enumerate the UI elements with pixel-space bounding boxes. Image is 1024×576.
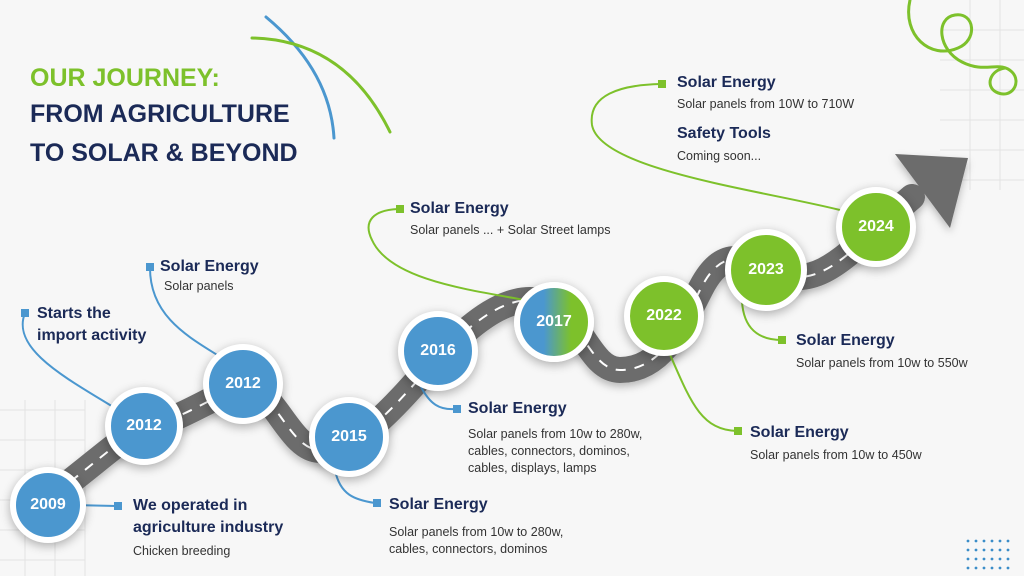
milestone-year: 2022 — [646, 307, 682, 324]
decor-swoosh-green — [250, 36, 392, 134]
milestone-2009-circle: 2009 — [10, 467, 86, 543]
connector-2012a — [21, 312, 119, 411]
milestone-2023-label: Solar Energy Solar panels from 10w to 55… — [796, 330, 968, 372]
connector-2012b — [149, 267, 226, 361]
title-line-1: OUR JOURNEY: — [30, 64, 220, 92]
milestone-2016-label: Solar Energy Solar panels from 10w to 28… — [468, 398, 642, 477]
connector-2015 — [334, 469, 376, 504]
milestone-heading-2: Safety Tools — [677, 125, 771, 142]
decor-dots — [966, 539, 1010, 570]
milestone-2024-circle: 2024 — [836, 187, 916, 267]
marker-2015 — [373, 499, 381, 507]
milestone-year: 2016 — [420, 342, 456, 359]
milestone-2023-circle: 2023 — [725, 229, 807, 311]
milestone-heading: Solar Energy — [389, 496, 488, 513]
milestone-heading: We operated in agriculture industry — [133, 497, 284, 536]
milestone-heading: Solar Energy — [750, 424, 849, 441]
milestone-year: 2009 — [30, 496, 66, 513]
milestone-2012b-circle: 2012 — [203, 344, 283, 424]
milestone-detail: Solar panels ... + Solar Street lamps — [410, 223, 611, 237]
connector-2022 — [667, 349, 738, 432]
marker-2023 — [778, 336, 786, 344]
milestone-2016-circle: 2016 — [398, 311, 478, 391]
milestone-heading: Solar Energy — [796, 332, 895, 349]
connector-2024 — [590, 83, 841, 211]
milestone-detail: Solar panels from 10w to 450w — [750, 448, 922, 462]
milestone-detail: Solar panels from 10w to 280w, cables, c… — [389, 525, 564, 556]
milestone-detail: Chicken breeding — [133, 544, 231, 558]
title-line-3: TO SOLAR & BEYOND — [30, 139, 298, 167]
title-line-2: FROM AGRICULTURE — [30, 100, 290, 128]
connector-markers — [21, 80, 786, 510]
milestone-year: 2012 — [126, 417, 162, 434]
milestone-heading: Starts the import activity — [37, 305, 147, 344]
milestone-heading: Solar Energy — [468, 400, 567, 417]
road-arrowhead — [895, 154, 968, 228]
connector-2017 — [367, 208, 526, 301]
marker-2016 — [453, 405, 461, 413]
milestone-detail: Solar panels from 10w to 550w — [796, 356, 968, 370]
milestone-2017-label: Solar Energy Solar panels ... + Solar St… — [410, 198, 610, 239]
milestone-heading: Solar Energy — [160, 258, 259, 275]
milestone-2017-circle: 2017 — [514, 282, 594, 362]
milestone-year: 2012 — [225, 375, 261, 392]
milestone-year: 2023 — [748, 261, 784, 278]
milestone-2022-label: Solar Energy Solar panels from 10w to 45… — [750, 422, 922, 464]
milestone-year: 2024 — [858, 218, 894, 235]
milestone-heading: Solar Energy — [677, 74, 776, 91]
milestone-year: 2017 — [536, 313, 572, 330]
milestone-2022-circle: 2022 — [624, 276, 704, 356]
milestone-heading: Solar Energy — [410, 200, 509, 217]
marker-2009 — [114, 502, 122, 510]
connector-2016 — [419, 384, 456, 411]
marker-2012b — [146, 263, 154, 271]
milestone-detail: Solar panels — [164, 279, 234, 293]
milestone-year: 2015 — [331, 428, 367, 445]
milestone-detail: Solar panels from 10w to 280w, cables, c… — [468, 427, 643, 475]
milestone-2015-circle: 2015 — [309, 397, 389, 477]
milestone-2012a-circle: 2012 — [105, 387, 183, 465]
marker-2017 — [396, 205, 404, 213]
milestone-2012b-label: Solar Energy Solar panels — [160, 256, 259, 295]
decor-swirl-green — [907, 0, 1018, 96]
decor-swoosh-blue — [264, 15, 336, 140]
milestone-2024-label: Solar Energy Solar panels from 10W to 71… — [677, 72, 854, 165]
milestone-2015-label: Solar Energy Solar panels from 10w to 28… — [389, 494, 563, 558]
milestone-detail: Solar panels from 10W to 710W — [677, 97, 855, 111]
milestone-2009-label: We operated in agriculture industry Chic… — [133, 495, 283, 560]
marker-2012a — [21, 309, 29, 317]
milestone-detail-2: Coming soon... — [677, 149, 762, 163]
marker-2024 — [658, 80, 666, 88]
milestone-2012a-label: Starts the import activity — [37, 303, 146, 347]
marker-2022 — [734, 427, 742, 435]
